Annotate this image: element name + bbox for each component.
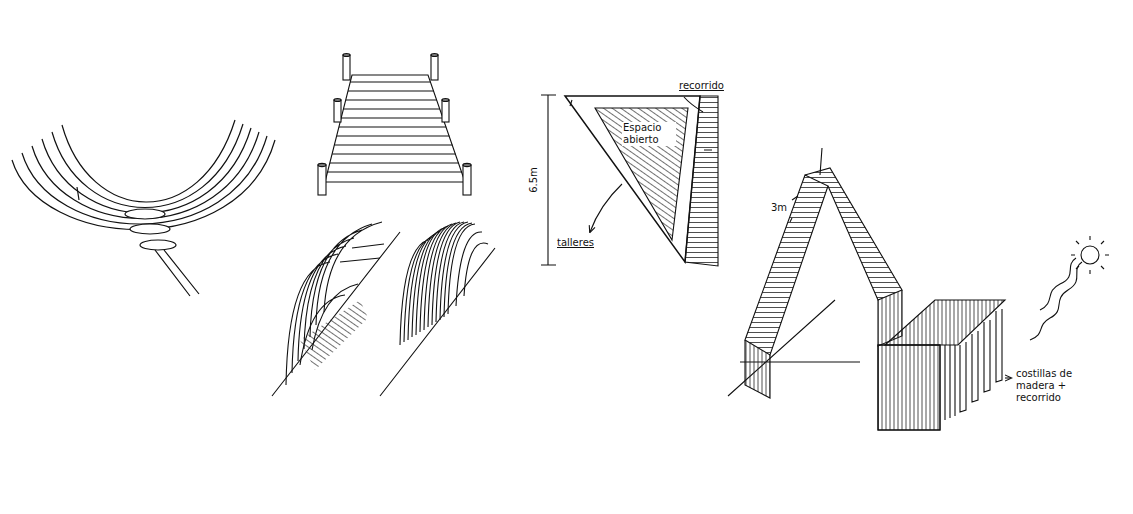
- sketch-label: talleres: [556, 237, 595, 249]
- sketch-label: recorrido: [678, 80, 725, 92]
- beam-side: [745, 340, 770, 398]
- v-beams-sketch: [728, 148, 902, 398]
- pier-slats: [328, 82, 462, 172]
- post: [318, 163, 326, 195]
- rib-curve: [12, 140, 275, 230]
- shell-ribs: [404, 222, 472, 342]
- fin-row: [945, 345, 955, 420]
- post: [463, 163, 471, 195]
- curved-ribs-sketch: [12, 120, 275, 296]
- fin: [996, 309, 1002, 382]
- front-panel: [878, 345, 940, 430]
- rib-curve: [62, 120, 235, 202]
- sketch-label: 6.5m: [528, 166, 540, 194]
- pier-outline: [325, 75, 465, 182]
- sketch-label: 3m: [770, 202, 788, 214]
- leader-arrow: [1005, 377, 1011, 378]
- fin: [960, 342, 966, 412]
- beam: [805, 168, 902, 300]
- path-strip: [685, 96, 718, 266]
- fin: [984, 320, 990, 392]
- sketch-label: Espacio abierto: [622, 122, 676, 146]
- ground-line: [272, 232, 495, 396]
- sun-wave: [1030, 262, 1082, 340]
- leader-line: [684, 97, 703, 112]
- ring: [140, 240, 176, 250]
- sketch-label: costillas de madera + recorrido: [1015, 368, 1112, 404]
- post: [442, 99, 449, 123]
- ring: [125, 209, 165, 219]
- front-panel-edge: [878, 345, 940, 430]
- sun-wave: [1040, 258, 1076, 310]
- inner-space: [595, 108, 688, 240]
- sun: [1081, 246, 1099, 264]
- dimension-bracket: [790, 196, 798, 222]
- tick-mark: [570, 100, 712, 150]
- beam: [745, 175, 828, 355]
- section-sketch: [541, 95, 718, 266]
- post: [334, 99, 341, 123]
- fin: [972, 331, 978, 402]
- leader-arrow: [590, 184, 622, 232]
- post: [343, 54, 350, 81]
- support-pole: [155, 250, 199, 296]
- ribbed-shells-sketch: [272, 222, 495, 396]
- pier-sketch: [318, 54, 471, 196]
- post: [431, 54, 438, 81]
- dimension-line: [541, 95, 556, 265]
- shell-shadow: [300, 300, 368, 370]
- tick-mark: [77, 187, 79, 200]
- shell-ribs: [400, 222, 488, 345]
- ring: [130, 224, 170, 234]
